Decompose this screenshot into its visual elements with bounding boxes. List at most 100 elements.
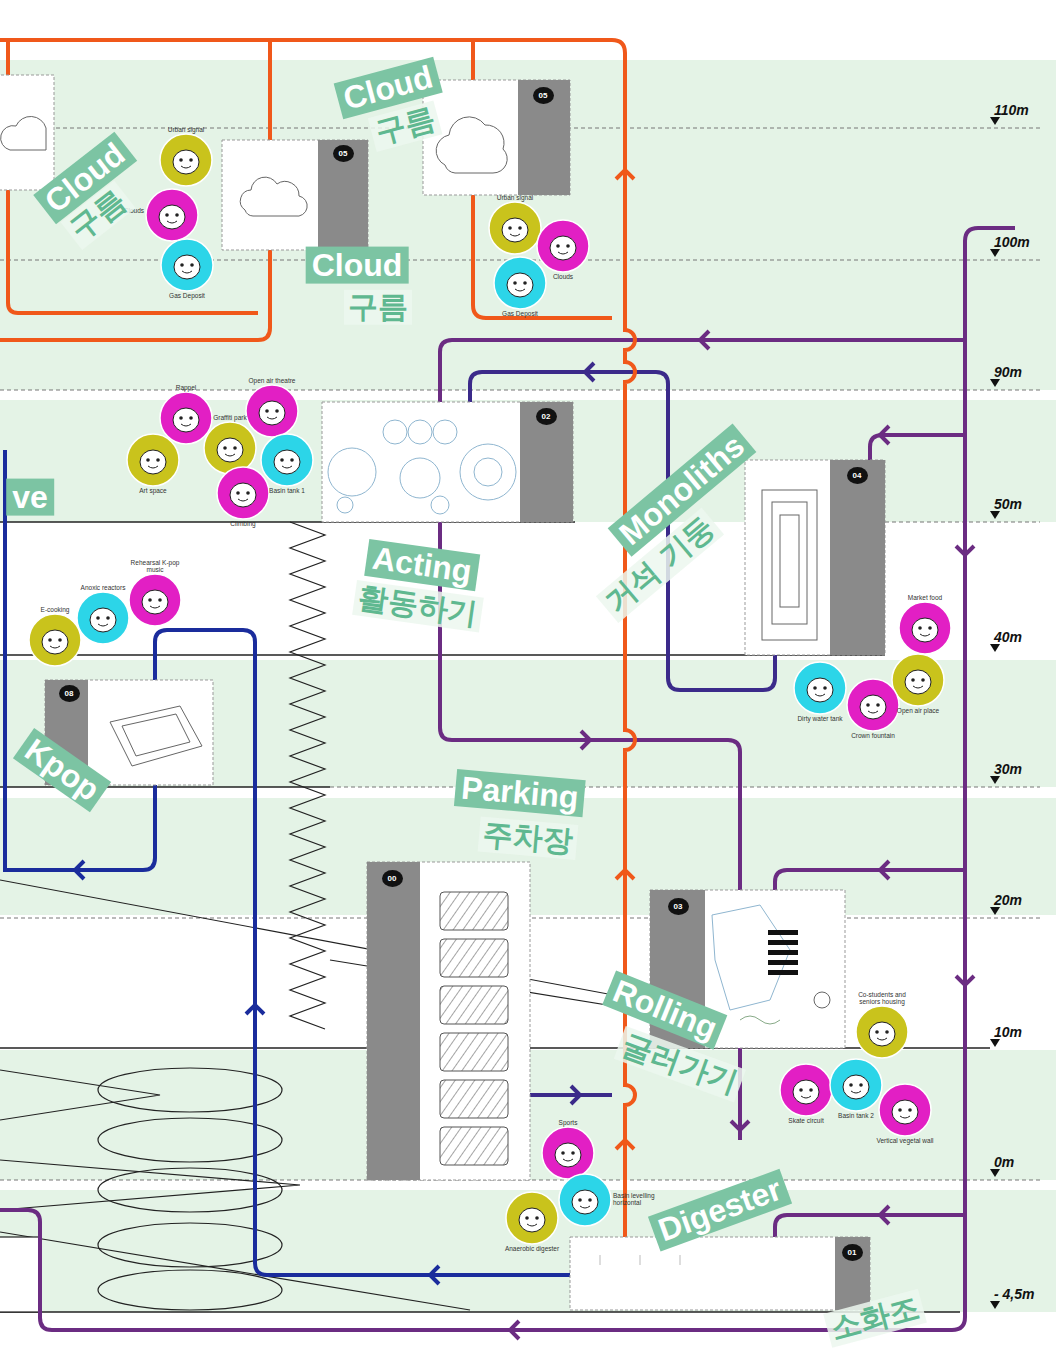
- box-illustration: [768, 960, 798, 965]
- zone-name-korean: 굴러가기: [614, 1026, 746, 1102]
- icon-face: [142, 590, 168, 614]
- icon-eye: [849, 1083, 853, 1087]
- parking-cell: [440, 1127, 508, 1165]
- program-circle: [204, 422, 256, 474]
- icon-eye: [265, 409, 269, 413]
- program-circle: Clouds: [537, 220, 589, 272]
- facility-box: 05: [222, 140, 368, 250]
- icon-eye: [48, 638, 52, 642]
- icon-caption: Sports: [536, 1119, 600, 1126]
- program-circle: Anaerobic digester: [506, 1192, 558, 1244]
- parking-cell: [440, 1033, 508, 1071]
- facility-box: 01: [570, 1237, 870, 1310]
- climbing-zigzag: [290, 522, 325, 1029]
- icon-eye: [513, 281, 517, 285]
- facility-box: [570, 1237, 870, 1310]
- program-circle: [856, 1006, 908, 1058]
- program-circle: [899, 602, 951, 654]
- flow-line-purple: [0, 228, 1015, 1330]
- icon-eye: [518, 226, 522, 230]
- flow-arrow: [880, 426, 889, 444]
- program-circle: Vertical vegetal wall: [879, 1084, 931, 1136]
- icon-eye: [571, 1151, 575, 1155]
- icon-eye: [148, 598, 152, 602]
- icon-eye: [928, 626, 932, 630]
- flow-arrow: [75, 861, 84, 879]
- icon-eye: [179, 416, 183, 420]
- box-illustration: [460, 444, 516, 500]
- flow-line-purple: [775, 1215, 965, 1237]
- level-marker: [990, 511, 1000, 519]
- box-illustration: [768, 950, 798, 955]
- icon-caption: Art space: [121, 487, 185, 494]
- floor-band: [0, 60, 1056, 1312]
- facility-box: [45, 80, 885, 1310]
- icon-caption: Gas Deposit: [488, 310, 552, 317]
- flow-arrow: [581, 731, 590, 749]
- program-circle: [146, 189, 198, 241]
- flow-arrow: [571, 1086, 580, 1104]
- icon-eye: [179, 158, 183, 162]
- level-dashed-line: [0, 390, 1040, 391]
- icon-face: [507, 273, 533, 297]
- icon-eye: [290, 458, 294, 462]
- facility-box: 04: [745, 460, 885, 655]
- program-circle: Crown fountain: [847, 679, 899, 731]
- icon-face: [159, 205, 185, 229]
- box-illustration: [400, 458, 440, 498]
- icon-caption: Market food: [893, 594, 957, 601]
- icon-mouth: [181, 424, 191, 426]
- zone-name: Parking: [454, 769, 586, 817]
- icon-caption: Vertical vegetal wall: [873, 1137, 937, 1144]
- level-dashed-line: [885, 522, 1040, 523]
- icon-face: [217, 438, 243, 462]
- program-circle: Basin tank 1: [261, 434, 313, 486]
- flow-line-blue: [5, 450, 570, 1275]
- callout-number: 02: [536, 408, 557, 425]
- icon-mouth: [913, 686, 923, 688]
- icon-face: [140, 450, 166, 474]
- icon-eye: [525, 1216, 529, 1220]
- icon-face: [274, 450, 300, 474]
- flow-line-blue: [5, 450, 570, 1275]
- parking-cell: [440, 892, 508, 930]
- zone-name: Digester: [648, 1169, 792, 1251]
- icon-mouth: [510, 234, 520, 236]
- icon-face: [572, 1190, 598, 1214]
- box-illustration: [768, 970, 798, 975]
- floor-band: [0, 400, 1056, 522]
- flow-arrow: [616, 870, 634, 879]
- program-circle: Basin tank 2: [830, 1059, 882, 1111]
- level-dashed-line: [330, 787, 1040, 788]
- icon-face: [90, 608, 116, 632]
- box-illustration: [440, 892, 508, 1165]
- icon-eye: [799, 1088, 803, 1092]
- icon-eye: [180, 263, 184, 267]
- program-circle: Basin levelling horizontal: [559, 1174, 611, 1226]
- zone-name: ve: [6, 479, 54, 516]
- icon-caption: Dirty water tank: [788, 715, 852, 722]
- zone-name: Kpop: [13, 728, 111, 812]
- callout-number: 08: [59, 685, 80, 702]
- icon-mouth: [527, 1224, 537, 1226]
- box-side-bar: [518, 80, 570, 195]
- flow-arrow: [616, 1140, 634, 1149]
- box-illustration: [240, 177, 307, 216]
- facility-box: 05: [423, 80, 570, 195]
- program-circle: Urban signal: [489, 202, 541, 254]
- flow-line-indigo: [530, 1093, 612, 1097]
- program-circle: [160, 392, 212, 444]
- icon-face: [173, 150, 199, 174]
- facility-box: 02: [322, 402, 573, 522]
- icon-eye: [508, 226, 512, 230]
- flow-line-orange: [0, 40, 635, 1240]
- icon-eye: [911, 678, 915, 682]
- icon-eye: [898, 1108, 902, 1112]
- icon-eye: [236, 491, 240, 495]
- flow-arrow: [700, 331, 709, 349]
- icon-eye: [535, 1216, 539, 1220]
- icon-mouth: [563, 1159, 573, 1161]
- icon-face: [892, 1100, 918, 1124]
